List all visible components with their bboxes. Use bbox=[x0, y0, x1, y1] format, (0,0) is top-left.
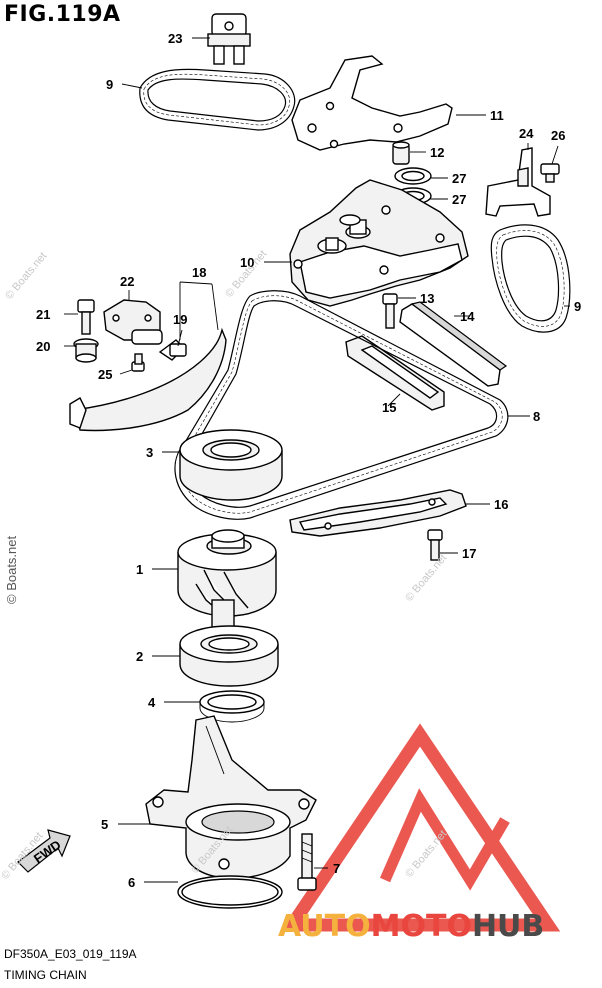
part-15-chain-guide bbox=[345, 335, 445, 411]
part-5-sprocket-housing bbox=[145, 715, 317, 879]
callout-10: 10 bbox=[240, 255, 254, 270]
callout-14: 14 bbox=[460, 309, 475, 324]
figure-code: DF350A_E03_019_119A bbox=[4, 947, 137, 961]
part-4-seal-ring bbox=[199, 690, 265, 723]
part-12-dowel-pin bbox=[392, 141, 410, 165]
part-7-bolt bbox=[297, 833, 317, 891]
figure-name: TIMING CHAIN bbox=[4, 968, 87, 982]
part-10-camshaft-housing bbox=[289, 179, 469, 307]
callout-numbers: 23 9 11 12 27 27 24 26 10 13 14 15 8 9 3… bbox=[36, 31, 581, 890]
part-2-bearing bbox=[179, 625, 279, 687]
callout-22: 22 bbox=[120, 274, 134, 289]
part-24-tensioner-bracket bbox=[485, 147, 551, 217]
part-14-chain-guide bbox=[399, 301, 508, 387]
part-8-timing-chain-main bbox=[174, 290, 509, 520]
part-11-gasket bbox=[291, 55, 453, 151]
callout-7: 7 bbox=[333, 861, 340, 876]
watermark-side: © Boats.net bbox=[4, 535, 19, 604]
part-13-bolt bbox=[382, 293, 398, 329]
callout-8: 8 bbox=[533, 409, 540, 424]
callout-5: 5 bbox=[101, 817, 108, 832]
watermark-3: © Boats.net bbox=[403, 552, 449, 604]
callout-17: 17 bbox=[462, 546, 476, 561]
callout-12: 12 bbox=[430, 145, 444, 160]
logo-auto: AUTO bbox=[278, 909, 371, 940]
figure-title: FIG.119A bbox=[4, 2, 121, 27]
part-3-bearing bbox=[179, 429, 283, 501]
callout-18: 18 bbox=[192, 265, 206, 280]
callout-16: 16 bbox=[494, 497, 508, 512]
part-25-bolt bbox=[131, 353, 145, 372]
callout-3: 3 bbox=[146, 445, 153, 460]
callout-21: 21 bbox=[36, 307, 50, 322]
callout-26: 26 bbox=[551, 128, 565, 143]
part-16-chain-guide bbox=[289, 489, 467, 537]
part-6-o-ring bbox=[177, 875, 283, 909]
part-9-timing-chain-upper bbox=[139, 68, 296, 131]
callout-24: 24 bbox=[519, 126, 534, 141]
part-17-bolt bbox=[427, 529, 443, 561]
part-23-chain-guide-bracket bbox=[207, 13, 251, 65]
part-27-o-ring-upper bbox=[394, 167, 432, 185]
part-1-sprocket-gear bbox=[177, 529, 277, 631]
part-9-timing-chain-right bbox=[490, 224, 571, 333]
part-19-chain-guide-shoe bbox=[169, 343, 187, 357]
part-20-collar bbox=[73, 338, 99, 363]
watermark-1: © Boats.net bbox=[3, 250, 49, 302]
callout-9-right: 9 bbox=[574, 299, 581, 314]
callout-19: 19 bbox=[173, 312, 187, 327]
callout-4: 4 bbox=[148, 695, 156, 710]
callout-13: 13 bbox=[420, 291, 434, 306]
logo-moto: MOTO bbox=[371, 909, 472, 940]
callout-11: 11 bbox=[490, 108, 504, 123]
callout-2: 2 bbox=[136, 649, 143, 664]
callout-20: 20 bbox=[36, 339, 50, 354]
callout-27-upper: 27 bbox=[452, 171, 466, 186]
timing-chain-diagram: FWD bbox=[0, 13, 581, 940]
automotohub-logo-text: AUTOMOTOHUB bbox=[278, 909, 544, 940]
callout-9-top: 9 bbox=[106, 77, 113, 92]
part-18-bracket-lines bbox=[179, 281, 219, 340]
callout-1: 1 bbox=[136, 562, 143, 577]
callout-23: 23 bbox=[168, 31, 182, 46]
part-26-bolt bbox=[540, 163, 560, 183]
part-22-chain-tensioner bbox=[103, 299, 163, 345]
leader-lines bbox=[64, 37, 570, 883]
callout-6: 6 bbox=[128, 875, 135, 890]
callout-15: 15 bbox=[382, 400, 396, 415]
automotohub-logo-mark bbox=[279, 723, 561, 932]
part-21-bolt bbox=[77, 299, 95, 335]
callout-25: 25 bbox=[98, 367, 112, 382]
logo-hub: HUB bbox=[472, 909, 544, 940]
callout-27-lower: 27 bbox=[452, 192, 466, 207]
